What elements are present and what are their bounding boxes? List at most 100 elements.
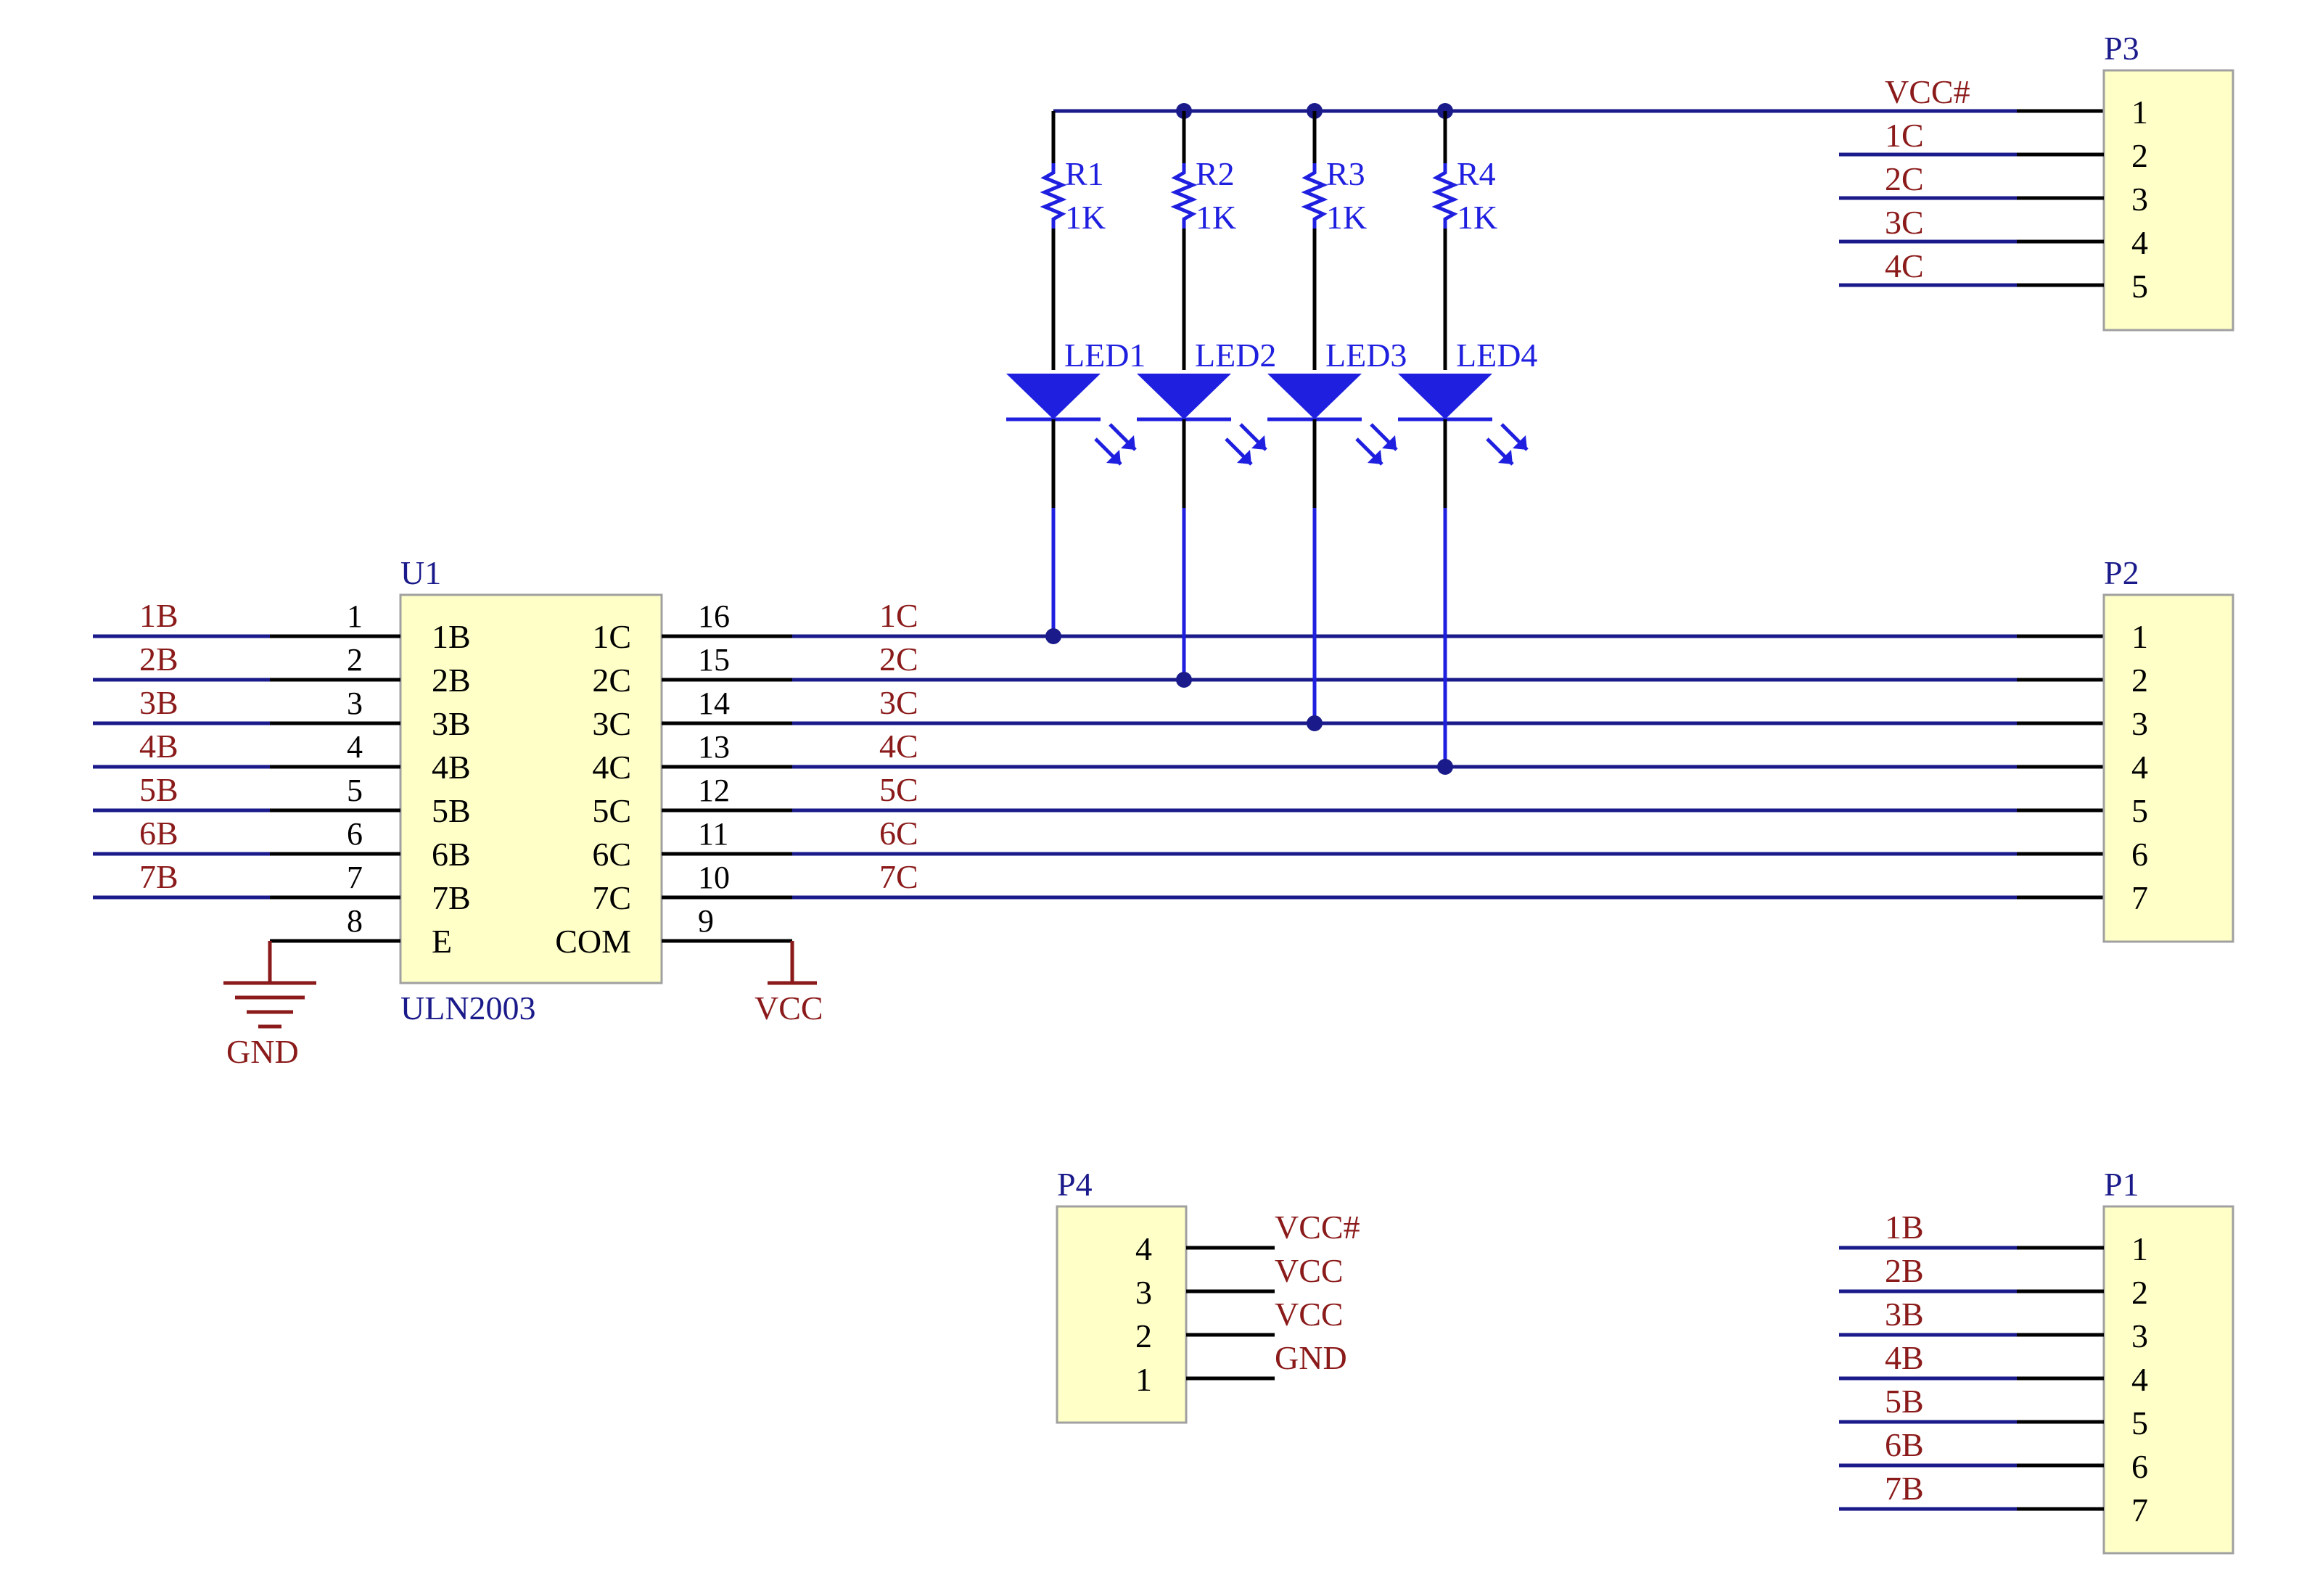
vcc-symbol: VCC: [754, 941, 823, 1027]
led-triangle: [1137, 374, 1231, 419]
resistor-r4-value: 1K: [1457, 199, 1497, 236]
resistor-r3-ref: R3: [1326, 155, 1365, 192]
led2-label: LED2: [1195, 337, 1276, 374]
p1-net-label: 7B: [1885, 1470, 1924, 1507]
p3-pin-number: 5: [2131, 268, 2148, 305]
p4-pin-number: 1: [1135, 1361, 1152, 1398]
led-branch-4: R4 1K LED4: [1398, 111, 1537, 775]
gnd-label: GND: [226, 1033, 299, 1070]
led-triangle: [1398, 374, 1492, 419]
junction-dot: [1437, 759, 1453, 775]
u1-output-pins: [270, 634, 792, 943]
p2-pin-number: 4: [2131, 749, 2148, 786]
net-label-3b: 3B: [139, 684, 178, 721]
p4-net-label: VCC#: [1275, 1209, 1360, 1246]
p3-net-label: 4C: [1885, 247, 1924, 284]
p4-pin-number: 4: [1135, 1230, 1152, 1267]
p1-pin-number: 1: [2131, 1230, 2148, 1267]
p1-net-label: 6B: [1885, 1426, 1924, 1463]
net-label-4c: 4C: [879, 728, 918, 765]
p1-connector: P1 1B 2B 3B 4B 5B 6B 7B 1 2 3 4 5 6 7: [1839, 1166, 2234, 1555]
u1-pin-name: 7B: [432, 879, 471, 916]
p3-pin-number: 3: [2131, 181, 2148, 218]
junction-dot: [1045, 628, 1061, 644]
vcc-label: VCC: [754, 990, 823, 1027]
net-label-1c: 1C: [879, 597, 918, 634]
u1-pin-name: 5B: [432, 792, 471, 829]
u1-pin-name: COM: [555, 923, 631, 960]
led-branch-1: R1 1K LED1: [1006, 111, 1146, 644]
net-label-1b: 1B: [139, 597, 178, 634]
p1-body: [2102, 1205, 2234, 1555]
p2-pin-number: 6: [2131, 836, 2148, 873]
p4-connector: P4 4 3 2 1 VCC# VCC VCC GND: [1056, 1166, 1360, 1424]
net-label-5b: 5B: [139, 771, 178, 808]
p3-pin-number: 2: [2131, 137, 2148, 174]
junction-dot: [1176, 672, 1192, 688]
net-label-4b: 4B: [139, 728, 178, 765]
u1-pin-name: 6B: [432, 836, 471, 873]
u1-pin-number: 5: [347, 773, 363, 808]
p3-body: [2102, 69, 2234, 332]
net-label-2b: 2B: [139, 641, 178, 678]
p2-designator: P2: [2104, 554, 2139, 591]
p3-pin-number: 4: [2131, 224, 2148, 261]
p1-net-label: 2B: [1885, 1252, 1924, 1289]
u1-pin-name: 5C: [592, 792, 631, 829]
p3-pin-number: 1: [2131, 94, 2148, 131]
led-triangle: [1006, 374, 1101, 419]
p2-pin-number: 3: [2131, 705, 2148, 742]
resistor-r2-ref: R2: [1196, 155, 1235, 192]
u1-pin-number: 2: [347, 642, 363, 678]
net-label-5c: 5C: [879, 771, 918, 808]
u1-pin-name: 6C: [592, 836, 631, 873]
u1-pin-number: 4: [347, 729, 363, 765]
led3-label: LED3: [1325, 337, 1407, 374]
led-triangle: [1267, 374, 1362, 419]
p4-net-label: VCC: [1275, 1252, 1344, 1289]
u1-pin-name: 4B: [432, 749, 471, 786]
net-label-6b: 6B: [139, 815, 178, 852]
resistor-r4-ref: R4: [1457, 155, 1496, 192]
p1-pin-number: 4: [2131, 1361, 2148, 1398]
p1-pin-number: 5: [2131, 1404, 2148, 1441]
p3-net-label: 3C: [1885, 204, 1924, 241]
u1-pin-name: 4C: [592, 749, 631, 786]
led4-label: LED4: [1456, 337, 1537, 374]
p3-net-label: VCC#: [1885, 73, 1970, 110]
u1-pin-name: E: [432, 923, 452, 960]
u1-pin-number: 10: [698, 860, 730, 895]
junction-dot: [1307, 715, 1323, 731]
p2-pin-number: 5: [2131, 792, 2148, 829]
p1-net-label: 4B: [1885, 1339, 1924, 1376]
p1-net-label: 3B: [1885, 1296, 1924, 1333]
u1-pin-number: 14: [698, 686, 730, 721]
u1-component: U1 ULN2003 1B 2B 3B 4B 5B 6B 7B 1: [93, 554, 918, 1027]
p4-body: [1056, 1205, 1188, 1424]
net-label-6c: 6C: [879, 815, 918, 852]
resistor-r2-value: 1K: [1196, 199, 1236, 236]
u1-designator: U1: [400, 554, 441, 591]
u1-pin-number: 8: [347, 903, 363, 939]
net-label-7b: 7B: [139, 858, 178, 895]
p1-net-label: 5B: [1885, 1383, 1924, 1420]
p1-net-label: 1B: [1885, 1209, 1924, 1246]
u1-part-name: ULN2003: [400, 990, 536, 1027]
u1-pin-number: 15: [698, 642, 730, 678]
resistor-r3-value: 1K: [1326, 199, 1367, 236]
u1-pin-number: 16: [698, 598, 730, 634]
u1-pin-number: 9: [698, 903, 714, 939]
u1-pin-number: 13: [698, 729, 730, 765]
resistor-r1-value: 1K: [1065, 199, 1106, 236]
output-bus-wires: [792, 634, 2104, 900]
u1-pin-name: 1C: [592, 618, 631, 655]
p4-net-label: GND: [1275, 1339, 1347, 1376]
net-label-3c: 3C: [879, 684, 918, 721]
p4-pin-number: 2: [1135, 1317, 1152, 1354]
u1-input-wires: [93, 634, 400, 900]
p2-connector: P2 1 2 3 4 5 6 7: [2102, 554, 2234, 943]
u1-pin-name: 1B: [432, 618, 471, 655]
p1-pin-number: 6: [2131, 1448, 2148, 1485]
p3-net-label: 2C: [1885, 160, 1924, 197]
